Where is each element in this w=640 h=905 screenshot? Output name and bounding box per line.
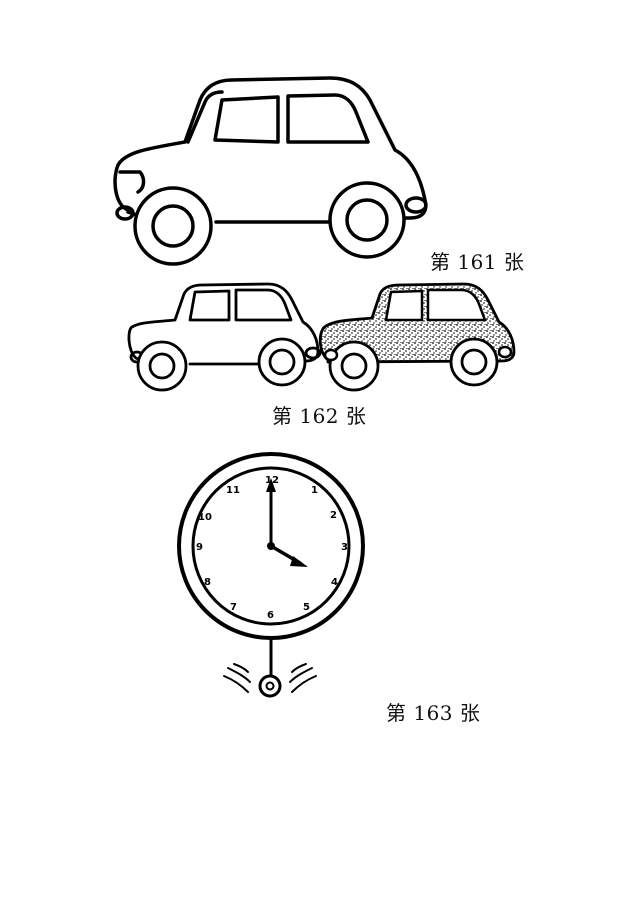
clock-center-pin (267, 542, 275, 550)
clock-numeral: 5 (303, 602, 310, 613)
clock-numeral: 12 (265, 475, 279, 486)
clock-hands (266, 478, 308, 567)
card-163-caption: 第 163 张 (386, 701, 481, 725)
clock-numeral: 8 (204, 577, 211, 588)
clock-numeral: 6 (267, 610, 274, 621)
clock-numeral: 7 (230, 602, 237, 613)
clock-numerals: 12 1 2 3 4 5 6 7 8 9 10 11 (196, 475, 348, 621)
clock-numeral: 10 (198, 512, 212, 523)
clock-numeral: 2 (330, 510, 337, 521)
clock-numeral: 11 (226, 485, 240, 496)
clock-numeral: 1 (311, 485, 318, 496)
card-161-caption: 第 161 张 (430, 250, 525, 274)
clock-numeral: 3 (341, 542, 348, 553)
minute-hand-tip (266, 478, 276, 492)
clock-numeral: 9 (196, 542, 203, 553)
clock-numeral: 4 (331, 577, 338, 588)
pendulum-clock-icon: 12 1 2 3 4 5 6 7 8 9 10 11 (177, 452, 365, 698)
shaded-car-icon (318, 282, 516, 392)
pendulum (223, 638, 317, 698)
car-wheel (133, 181, 406, 266)
car-wheel (136, 337, 307, 392)
hour-hand-tip (290, 556, 308, 567)
card-162-caption: 第 162 张 (272, 404, 367, 428)
